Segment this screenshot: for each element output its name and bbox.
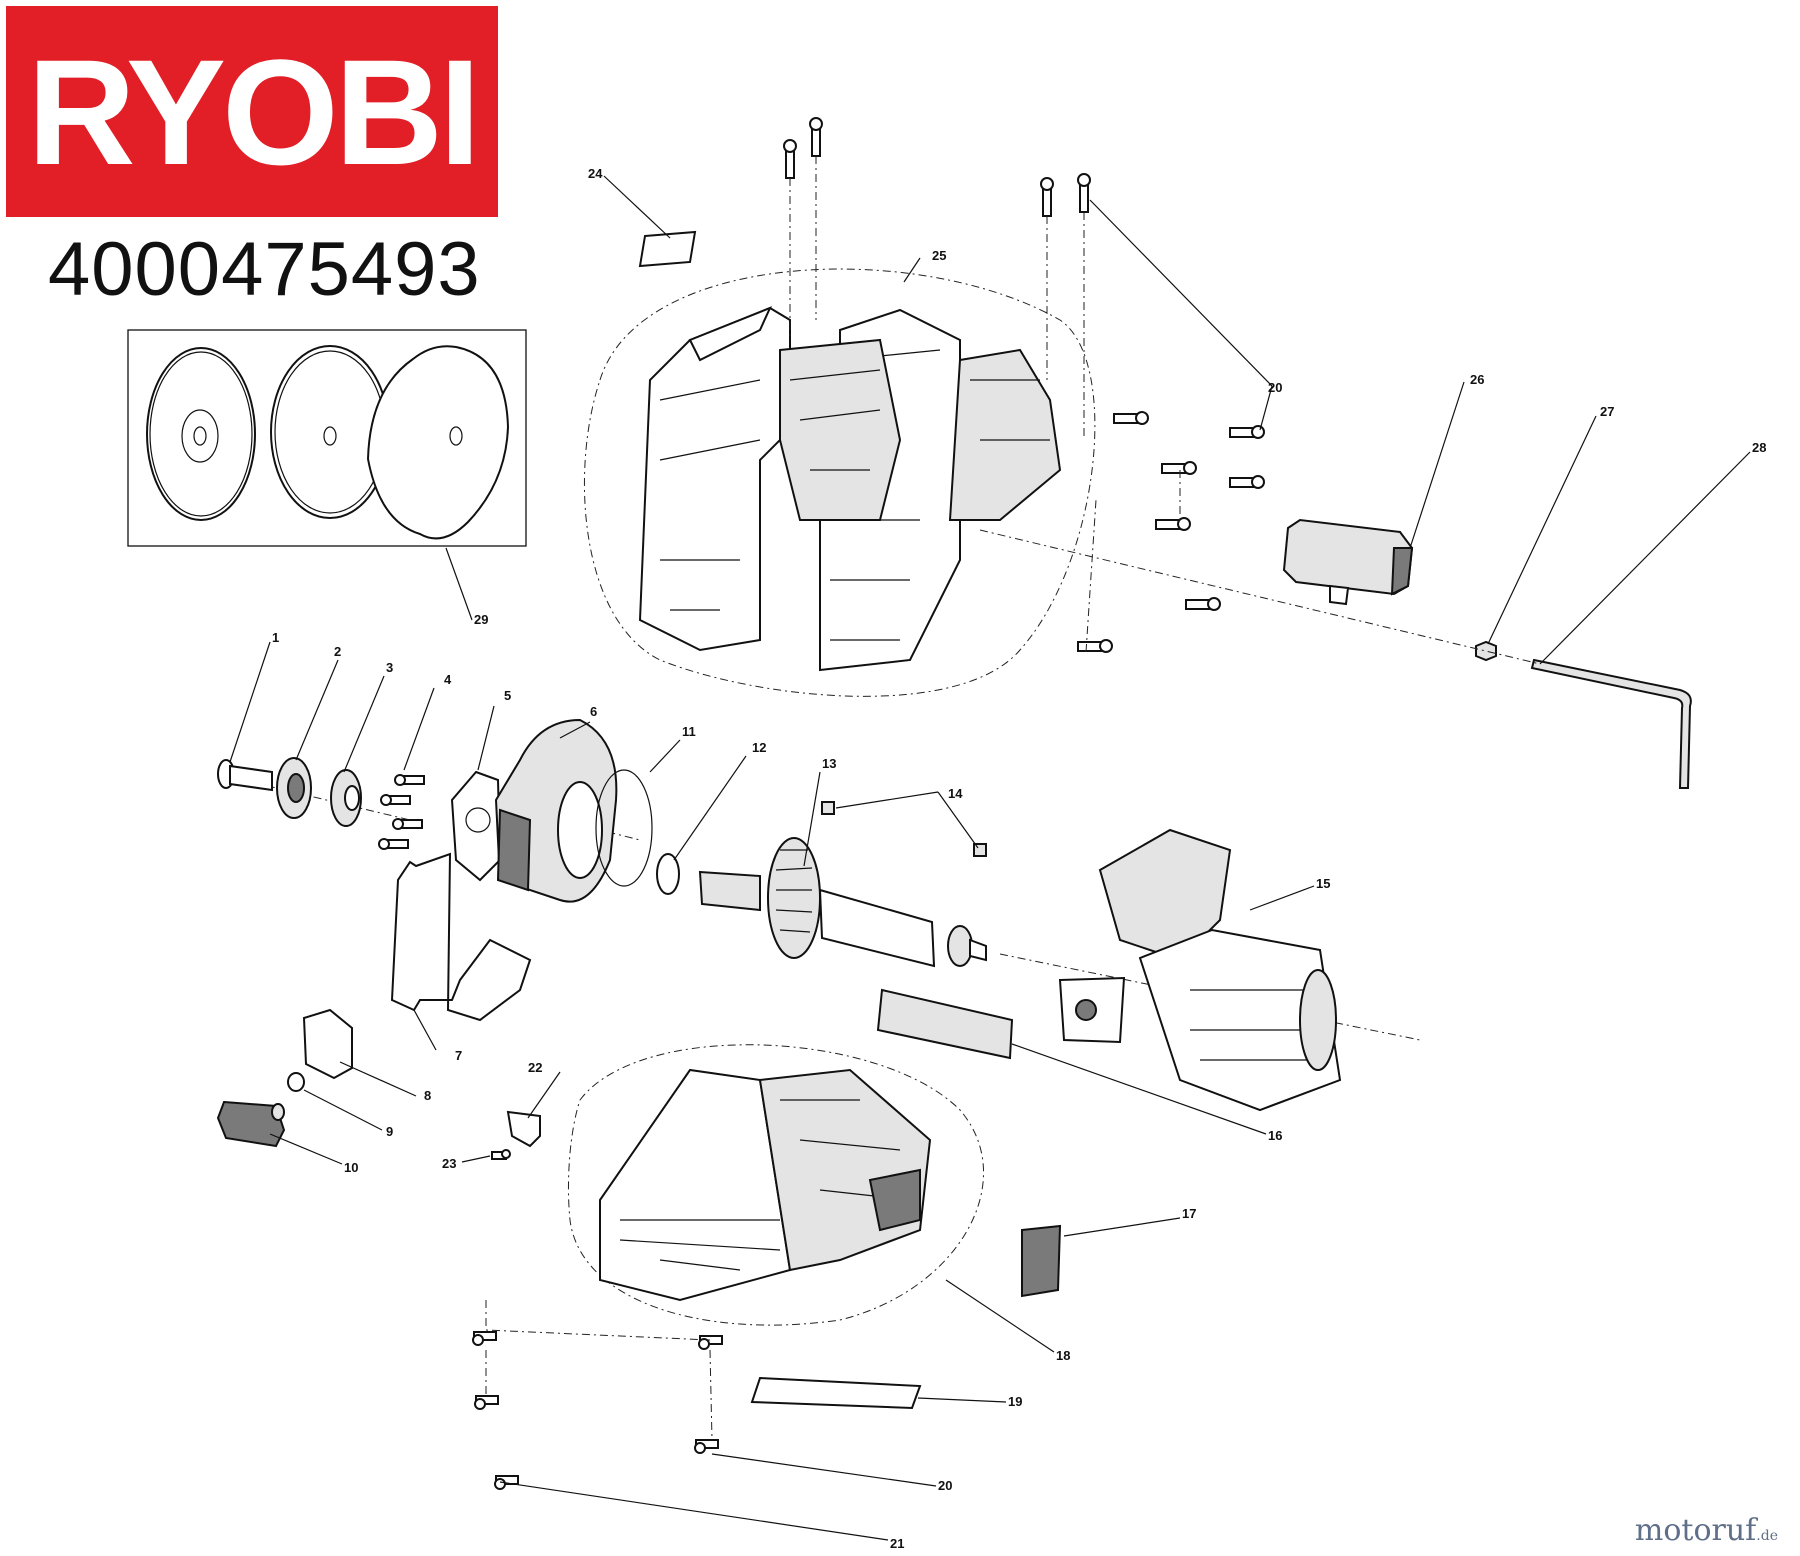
callout-2: 2 [334,644,341,659]
callout-5: 5 [504,688,511,703]
ryobi-logo-text: RYOBI [27,27,480,196]
hex-key-icon [1530,658,1692,789]
armature-icon [698,837,987,968]
callout-12: 12 [752,740,766,755]
motoruf-watermark: motoruf.de [1635,1513,1778,1548]
callout-20-right: 20 [1268,380,1282,395]
callout-1: 1 [272,630,279,645]
callout-28: 28 [1752,440,1766,455]
screw-icon [491,1149,511,1160]
nut-icon [1475,640,1497,662]
callout-24: 24 [588,166,603,181]
model-part-number: 4000475493 [48,227,481,312]
callout-26: 26 [1470,372,1484,387]
carbon-brush-icon [821,801,835,815]
callout-23: 23 [442,1156,456,1171]
callout-11: 11 [682,724,696,739]
callout-8: 8 [424,1088,431,1103]
screw-icon [378,774,425,850]
callout-3: 3 [386,660,393,675]
screw-icon [1077,411,1265,653]
callout-22: 22 [528,1060,542,1075]
callout-15: 15 [1316,876,1330,891]
callout-leaders [229,175,1751,1541]
screw-icon [783,117,1091,217]
callout-10: 10 [344,1160,358,1175]
lower-housing-icon [599,1068,932,1302]
handle-bracket-icon [1282,518,1414,606]
lock-knob-icon [216,1100,286,1148]
callout-4: 4 [444,672,452,687]
callout-20-bottom: 20 [938,1478,952,1493]
ryobi-logo: RYOBI [6,6,498,217]
callout-16: 16 [1268,1128,1282,1143]
outer-flange-icon [276,757,312,819]
callout-13: 13 [822,756,836,771]
clip-icon [302,1008,353,1080]
washer-icon [656,853,680,895]
mounting-plate-icon [450,770,502,882]
lower-housing-group-outline [567,1044,985,1326]
o-ring-icon [595,769,653,887]
callout-6: 6 [590,704,597,719]
callout-labels: 1 2 3 4 5 6 7 8 9 10 11 12 13 14 15 16 1… [272,166,1766,1551]
arbor-bolt-icon [217,759,273,792]
blade-kit-frame [127,329,527,547]
watermark-suffix: .de [1756,1528,1778,1544]
upper-housing-icon [638,306,1062,672]
callout-18: 18 [1056,1348,1070,1363]
washer-icon [287,1072,305,1092]
callout-21: 21 [890,1536,904,1551]
blade-3-icon [366,345,510,540]
callout-25: 25 [932,248,946,263]
screw-icon [472,1331,723,1490]
bracket-icon [506,1110,541,1148]
callout-19: 19 [1008,1394,1022,1409]
callout-9: 9 [386,1124,393,1139]
blade-guard-icon [494,718,618,903]
inner-flange-icon [330,769,362,827]
callout-27: 27 [1600,404,1614,419]
cover-plate-icon [876,988,1014,1060]
watermark-name: motoruf [1634,1513,1757,1548]
label-sticker-icon [638,230,697,268]
vent-plate-icon [1021,1224,1062,1298]
callout-7: 7 [455,1048,462,1063]
callout-17: 17 [1182,1206,1196,1221]
motor-assembly-icon [1058,828,1342,1112]
callout-29: 29 [474,612,488,627]
bail-handle-icon [390,852,532,1022]
callout-14: 14 [948,786,963,801]
label-sticker-icon [750,1376,922,1410]
blade-1-icon [146,347,256,521]
